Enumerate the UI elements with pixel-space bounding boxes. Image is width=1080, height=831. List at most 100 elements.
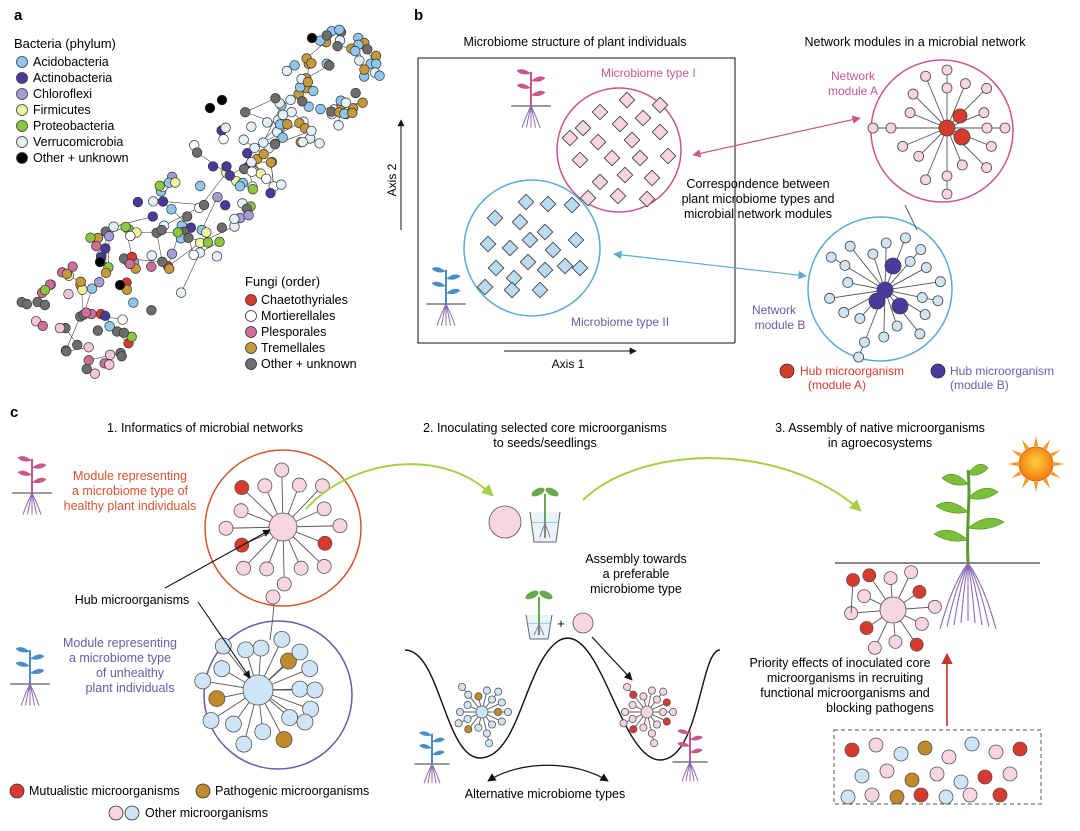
module-node	[859, 336, 870, 348]
module-node	[927, 599, 942, 614]
sample-point	[634, 109, 652, 127]
network-node	[285, 94, 296, 105]
sample-point	[638, 190, 656, 208]
network-node	[347, 107, 358, 119]
network-node	[211, 251, 223, 262]
module-node	[623, 682, 632, 691]
ordination-frame-top	[418, 57, 736, 343]
fungi-legend-label: Other + unknown	[261, 357, 357, 371]
module-node	[867, 122, 879, 134]
unhealthy-plant-icon	[414, 731, 450, 784]
unhealthy-module-text: Module representing	[63, 636, 177, 650]
sample-point	[659, 147, 677, 165]
healthy-state-network	[619, 682, 678, 748]
seedling-root	[533, 624, 540, 636]
plant-root	[689, 761, 695, 782]
recruited-network	[844, 565, 942, 655]
plant-leaf	[516, 83, 531, 89]
bacteria-legend-label: Acidobacteria	[33, 55, 109, 69]
network-node	[39, 284, 51, 296]
sun-ray	[1043, 478, 1050, 489]
module-hub	[879, 596, 907, 624]
sample-point	[536, 223, 554, 241]
network-node	[100, 243, 111, 254]
network-node	[146, 305, 157, 316]
module-node	[914, 616, 929, 631]
module-node	[904, 565, 919, 580]
network-node	[195, 180, 206, 192]
module-node	[474, 723, 483, 732]
inoculant-microbe	[488, 505, 522, 539]
network-node	[89, 368, 101, 379]
sample-point	[579, 189, 597, 207]
pathogenic-swatch	[195, 783, 211, 799]
network-node	[221, 161, 232, 172]
network-node	[198, 199, 210, 211]
network-node	[306, 32, 318, 44]
module-node	[647, 686, 656, 695]
module-node	[839, 260, 851, 271]
module-edge	[925, 76, 948, 129]
module-node	[493, 708, 502, 717]
module-b-label: module B	[755, 318, 806, 332]
network-node	[39, 299, 51, 311]
pool-microbe	[938, 789, 954, 805]
module-node	[915, 244, 927, 255]
plant-leaf	[419, 744, 432, 749]
sun-ray	[1053, 461, 1064, 467]
plant-leaf	[446, 274, 461, 280]
module-node	[273, 630, 291, 648]
module-node	[859, 621, 874, 635]
module-node	[464, 690, 473, 699]
sample-point	[539, 195, 557, 213]
sample-point	[609, 187, 627, 205]
unhealthy-state-network	[454, 682, 512, 748]
module-node	[208, 690, 226, 708]
network-node	[164, 263, 175, 274]
plant-leaf	[941, 473, 969, 486]
pool-microbe	[904, 772, 920, 788]
module-node	[662, 717, 671, 726]
fungi-legend-label: Plesporales	[261, 325, 326, 339]
module-edge	[849, 245, 886, 291]
mutualistic-legend-label: Mutualistic microorganisms	[29, 784, 180, 798]
network-node	[201, 227, 212, 238]
module-node	[999, 122, 1011, 134]
module-node	[235, 735, 253, 753]
module-node	[237, 641, 255, 659]
network-node	[146, 250, 157, 261]
network-node	[157, 196, 169, 207]
plant-root	[31, 492, 37, 515]
priority-effects-text: blocking pathogens	[826, 701, 934, 715]
seedling-root	[544, 523, 551, 538]
module-node	[259, 561, 275, 577]
network-node	[286, 106, 297, 118]
sample-point	[616, 166, 634, 184]
network-node	[359, 64, 370, 75]
network-node	[166, 204, 177, 215]
sample-point	[603, 149, 621, 167]
bacteria-swatch	[16, 120, 28, 132]
network-node	[175, 287, 187, 298]
network-node	[315, 103, 326, 115]
sample-point	[556, 257, 574, 275]
plant-leaf	[531, 90, 546, 97]
seedling-leaf	[525, 590, 539, 600]
network-node	[125, 230, 136, 242]
other-pink-swatch	[108, 805, 124, 821]
unhealthy-module-network	[194, 615, 324, 753]
correspondence-arrow-pink	[692, 115, 861, 158]
sample-point	[651, 123, 669, 141]
sample-point	[521, 231, 539, 249]
plant-leaf	[32, 477, 47, 484]
network-module-b	[824, 232, 946, 363]
module-node	[862, 568, 877, 583]
plant-root	[445, 303, 451, 326]
network-node	[308, 85, 319, 97]
plant-leaf	[30, 654, 45, 660]
module-node	[934, 276, 946, 288]
network-node	[61, 346, 72, 357]
module-node	[458, 682, 467, 691]
bacteria-swatch	[16, 72, 28, 84]
priority-effects-text: functional microorganisms and	[760, 686, 930, 700]
